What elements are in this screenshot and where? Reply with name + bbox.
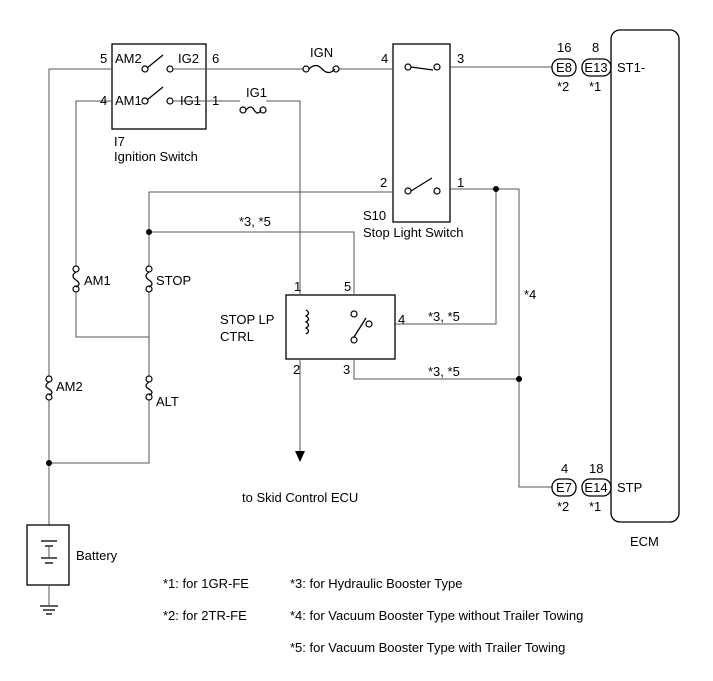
e8-note: *2 bbox=[557, 79, 569, 94]
ecm-st1-label: ST1- bbox=[617, 60, 645, 75]
note-label-b: *3, *5 bbox=[428, 309, 460, 324]
ignition-switch bbox=[111, 43, 207, 130]
relay-pin-1: 1 bbox=[294, 279, 301, 294]
e13-note: *1 bbox=[589, 79, 601, 94]
svg-text:E8: E8 bbox=[556, 60, 572, 75]
ig-switch-pin-am2-number: 5 bbox=[100, 51, 107, 66]
fuse-stop-label: STOP bbox=[156, 273, 191, 288]
battery-symbol bbox=[26, 524, 70, 615]
arrow-down-icon bbox=[295, 451, 305, 462]
fuse-ig1-label: IG1 bbox=[246, 85, 267, 100]
fuse-am1-label: AM1 bbox=[84, 273, 111, 288]
svg-text:E14: E14 bbox=[584, 480, 607, 495]
connector-e7: E7 bbox=[551, 478, 577, 497]
sls-pin-3: 3 bbox=[457, 51, 464, 66]
ig-switch-pin-am1-number: 4 bbox=[100, 93, 107, 108]
stop-lamp-control-relay bbox=[285, 294, 396, 360]
ig-switch-id: I7 bbox=[114, 134, 125, 149]
relay-pin-5: 5 bbox=[344, 279, 351, 294]
footnote-3: *3: for Hydraulic Booster Type bbox=[290, 576, 462, 591]
e14-note: *1 bbox=[589, 499, 601, 514]
fuse-am2-label: AM2 bbox=[56, 379, 83, 394]
ig-switch-pin-ig1: IG1 bbox=[180, 93, 201, 108]
fuse-ig1 bbox=[239, 106, 267, 114]
footnote-2: *2: for 2TR-FE bbox=[163, 608, 247, 623]
relay-name-line2: CTRL bbox=[220, 329, 254, 344]
skid-ecu-label: to Skid Control ECU bbox=[242, 490, 358, 505]
fuse-ign-label: IGN bbox=[310, 45, 333, 60]
footnote-4: *4: for Vacuum Booster Type without Trai… bbox=[290, 608, 583, 623]
fuse-am1 bbox=[72, 265, 80, 293]
e7-pin: 4 bbox=[561, 461, 568, 476]
ig-switch-name: Ignition Switch bbox=[114, 149, 198, 164]
svg-text:E13: E13 bbox=[584, 60, 607, 75]
sls-pin-4: 4 bbox=[381, 51, 388, 66]
battery-label: Battery bbox=[76, 548, 118, 563]
wires bbox=[48, 66, 552, 525]
e8-pin: 16 bbox=[557, 40, 571, 55]
note-label-4: *4 bbox=[524, 287, 536, 302]
relay-pin-4: 4 bbox=[398, 312, 405, 327]
fuse-am2 bbox=[45, 375, 53, 401]
sls-name: Stop Light Switch bbox=[363, 225, 463, 240]
fuse-ign bbox=[302, 64, 340, 74]
ig-switch-pin-ig1-number: 1 bbox=[212, 93, 219, 108]
footnote-1: *1: for 1GR-FE bbox=[163, 576, 249, 591]
connector-e13: E13 bbox=[581, 58, 612, 77]
relay-pin-2: 2 bbox=[293, 362, 300, 377]
footnote-5: *5: for Vacuum Booster Type with Trailer… bbox=[290, 640, 565, 655]
sls-pin-2: 2 bbox=[380, 175, 387, 190]
labels: 5 AM2 IG2 6 4 AM1 IG1 1 I7 Ignition Swit… bbox=[56, 40, 659, 655]
connector-e14: E14 bbox=[581, 478, 612, 497]
e13-pin: 8 bbox=[592, 40, 599, 55]
e7-note: *2 bbox=[557, 499, 569, 514]
note-label-c: *3, *5 bbox=[428, 364, 460, 379]
fuse-alt bbox=[145, 375, 153, 401]
ecm-block bbox=[610, 29, 680, 523]
connector-e8: E8 bbox=[551, 58, 577, 77]
ecm-name: ECM bbox=[630, 534, 659, 549]
fuse-alt-label: ALT bbox=[156, 394, 179, 409]
ig-switch-pin-ig2: IG2 bbox=[178, 51, 199, 66]
ecm-stp-label: STP bbox=[617, 480, 642, 495]
svg-text:E7: E7 bbox=[556, 480, 572, 495]
junction-dots bbox=[46, 186, 522, 466]
stop-light-switch bbox=[392, 43, 451, 223]
ig-switch-pin-ig2-number: 6 bbox=[212, 51, 219, 66]
sls-id: S10 bbox=[363, 208, 386, 223]
fuse-stop bbox=[145, 265, 153, 293]
ig-switch-pin-am2: AM2 bbox=[115, 51, 142, 66]
relay-name-line1: STOP LP bbox=[220, 312, 274, 327]
sls-pin-1: 1 bbox=[457, 175, 464, 190]
relay-pin-3: 3 bbox=[343, 362, 350, 377]
note-label-a: *3, *5 bbox=[239, 214, 271, 229]
e14-pin: 18 bbox=[589, 461, 603, 476]
ig-switch-pin-am1: AM1 bbox=[115, 93, 142, 108]
